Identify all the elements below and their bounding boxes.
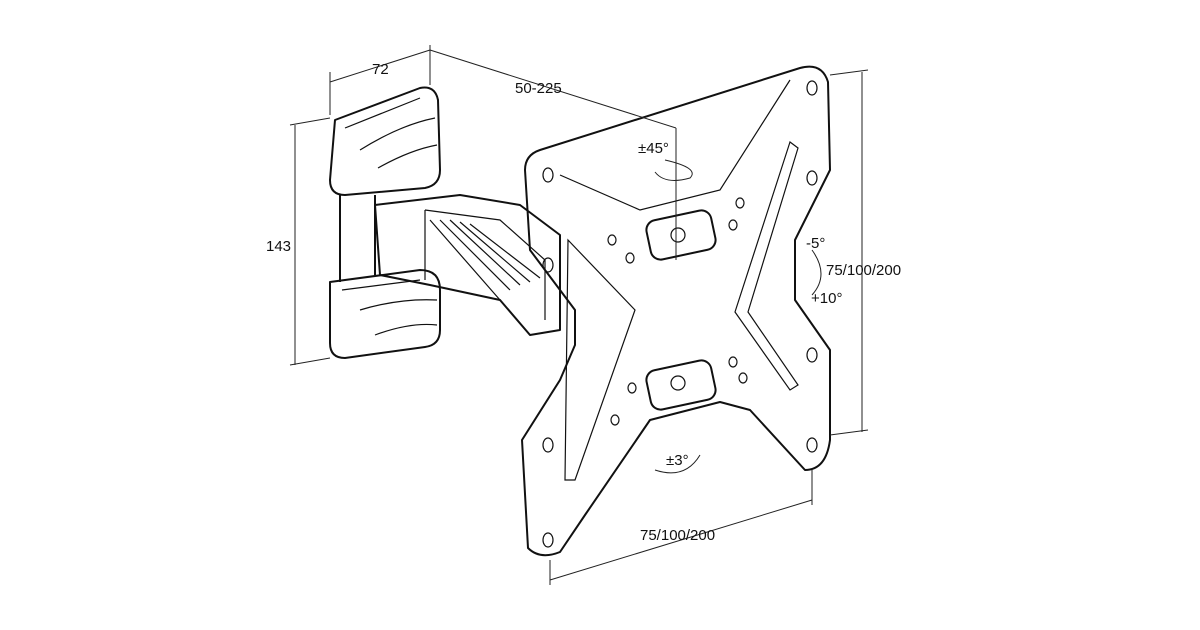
rotation-angle: ±3° [666, 452, 689, 469]
wall-bracket [329, 86, 441, 359]
height-dimension: 143 [266, 238, 291, 255]
swivel-angle: ±45° [638, 140, 669, 157]
articulating-arm [374, 194, 561, 336]
dimension-lines [289, 45, 869, 585]
extension-dimension: 50-225 [515, 80, 562, 97]
tilt-down-angle: +10° [811, 290, 842, 307]
vesa-horizontal-dimension: 75/100/200 [640, 527, 715, 544]
vesa-plate [521, 65, 831, 557]
vesa-vertical-dimension: 75/100/200 [826, 262, 901, 279]
depth-dimension: 72 [372, 61, 389, 78]
tilt-up-angle: -5° [806, 235, 825, 252]
